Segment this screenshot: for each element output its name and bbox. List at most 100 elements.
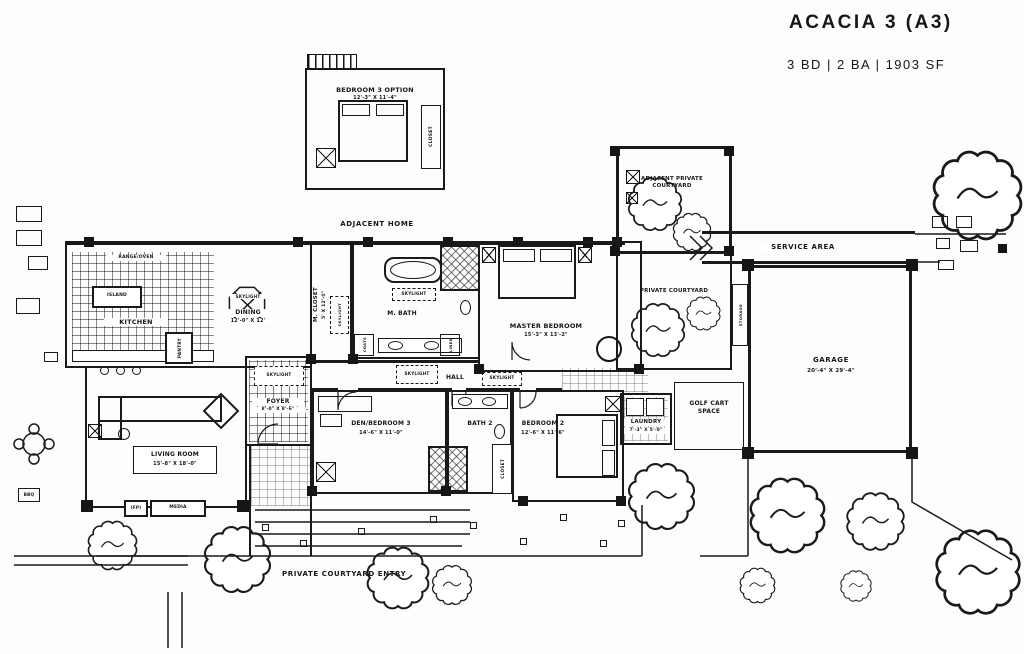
column-marker	[610, 246, 620, 256]
bedroom3-option-closet: CLOSET	[421, 105, 441, 169]
master-bedroom-dims: 15'-3" X 13'-2"	[524, 332, 568, 338]
tree-icon	[739, 567, 776, 604]
desk-icon	[318, 396, 372, 412]
kitchen-island	[92, 286, 142, 308]
storage-closet: STORAGE	[732, 284, 748, 346]
wall	[358, 388, 452, 391]
patio-table-icon	[13, 423, 55, 465]
skylight-box-icon	[316, 462, 336, 482]
hall-label: HALL	[445, 374, 465, 381]
range-oven-label: RANGE/OVEN	[106, 255, 166, 261]
bathtub-basin-icon	[390, 261, 436, 279]
pillow-icon	[540, 249, 572, 262]
planter-box-icon	[88, 424, 102, 438]
column-marker	[724, 246, 734, 256]
closet-label: CLOSET	[499, 459, 505, 479]
fireplace-label: (FP)	[130, 505, 142, 510]
column-marker	[81, 500, 93, 512]
column-marker	[906, 447, 918, 459]
column-marker	[998, 244, 1007, 253]
planter	[960, 240, 978, 252]
pantry-closet: PANTRY	[165, 332, 193, 364]
kitchen-label: KITCHEN	[104, 318, 168, 327]
bed-icon	[556, 414, 618, 478]
planter	[16, 230, 42, 246]
column-marker	[742, 259, 754, 271]
coats-closet: COATS	[354, 334, 374, 356]
master-bath-label: M. BATH	[387, 310, 417, 317]
column-marker	[724, 146, 734, 156]
dining-skylight-label: SKYLIGHT	[230, 294, 266, 300]
toilet-icon	[494, 424, 505, 439]
bedroom2-label: BEDROOM 2	[521, 420, 565, 427]
den-bedroom3-label: DEN/BEDROOM 3	[351, 420, 411, 427]
paver	[430, 516, 437, 523]
paver	[358, 528, 365, 535]
toilet-icon	[460, 300, 471, 315]
bedroom3-option-dims: 12'-3" X 11'-4"	[353, 95, 397, 101]
nightstand-icon	[482, 247, 496, 263]
paver	[262, 524, 269, 531]
storage-label: STORAGE	[737, 303, 743, 327]
column-marker	[634, 364, 644, 374]
living-room-label: LIVING ROOM	[151, 451, 199, 458]
paver	[300, 540, 307, 547]
column-marker	[307, 486, 317, 496]
bed-icon	[338, 100, 408, 162]
dining-dims: 12'-0" X 12'	[222, 318, 274, 325]
hall-skylight	[396, 365, 438, 384]
side-table-icon	[118, 428, 130, 440]
garage-dims: 20'-4" X 29'-4"	[807, 368, 855, 374]
golf-cart-space-label: GOLF CART SPACE	[689, 400, 729, 415]
pillow-icon	[602, 420, 615, 446]
wall	[312, 388, 338, 391]
master-bedroom-room	[478, 241, 642, 372]
living-room-dims: 15'-8" X 18'-0"	[153, 461, 197, 467]
wall	[310, 446, 312, 556]
wall	[466, 388, 520, 391]
tree-icon	[935, 529, 1021, 615]
linen-closet: LINEN	[440, 334, 460, 356]
adjacent-home-label: ADJACENT HOME	[340, 220, 414, 228]
skylight-label: SKYLIGHT	[404, 371, 430, 376]
media-label: MEDIA	[169, 505, 187, 510]
column-marker	[348, 354, 358, 364]
master-bath-skylight	[392, 288, 436, 301]
column-marker	[742, 447, 754, 459]
planter-box-icon	[626, 170, 640, 184]
bbq-label: BBQ	[23, 492, 35, 497]
column-marker	[441, 486, 451, 496]
service-area-label: SERVICE AREA	[760, 243, 846, 253]
sink-icon	[458, 397, 472, 406]
master-shower	[440, 245, 480, 291]
pillow-icon	[376, 104, 404, 116]
planter	[938, 260, 954, 270]
coats-label: COATS	[361, 337, 367, 353]
desk-chair-icon	[320, 414, 342, 427]
bath2-closet: CLOSET	[492, 444, 512, 494]
column-marker	[306, 354, 316, 364]
tree-icon	[87, 520, 138, 571]
wall	[702, 231, 915, 234]
tree-icon	[846, 492, 905, 551]
bedroom2-dims: 12'-6" X 11'-6"	[521, 430, 565, 436]
sink-icon	[482, 397, 496, 406]
garage-label: GARAGE	[812, 356, 850, 364]
dryer-icon	[646, 398, 664, 416]
pantry-label: PANTRY	[176, 337, 182, 359]
pillow-icon	[602, 450, 615, 476]
wall	[65, 241, 625, 245]
paver	[520, 538, 527, 545]
living-room-label-box	[133, 446, 217, 474]
skylight-label: SKYLIGHT	[266, 372, 292, 377]
laundry-room	[620, 393, 672, 445]
bbq-box	[18, 488, 40, 502]
bed-icon	[498, 245, 576, 299]
column-marker	[906, 259, 918, 271]
foyer-skylight	[254, 366, 304, 386]
master-bedroom-label: MASTER BEDROOM	[509, 322, 583, 330]
bath2-label: BATH 2	[467, 420, 493, 427]
planter	[936, 238, 950, 249]
column-marker	[518, 496, 528, 506]
column-marker	[237, 500, 249, 512]
